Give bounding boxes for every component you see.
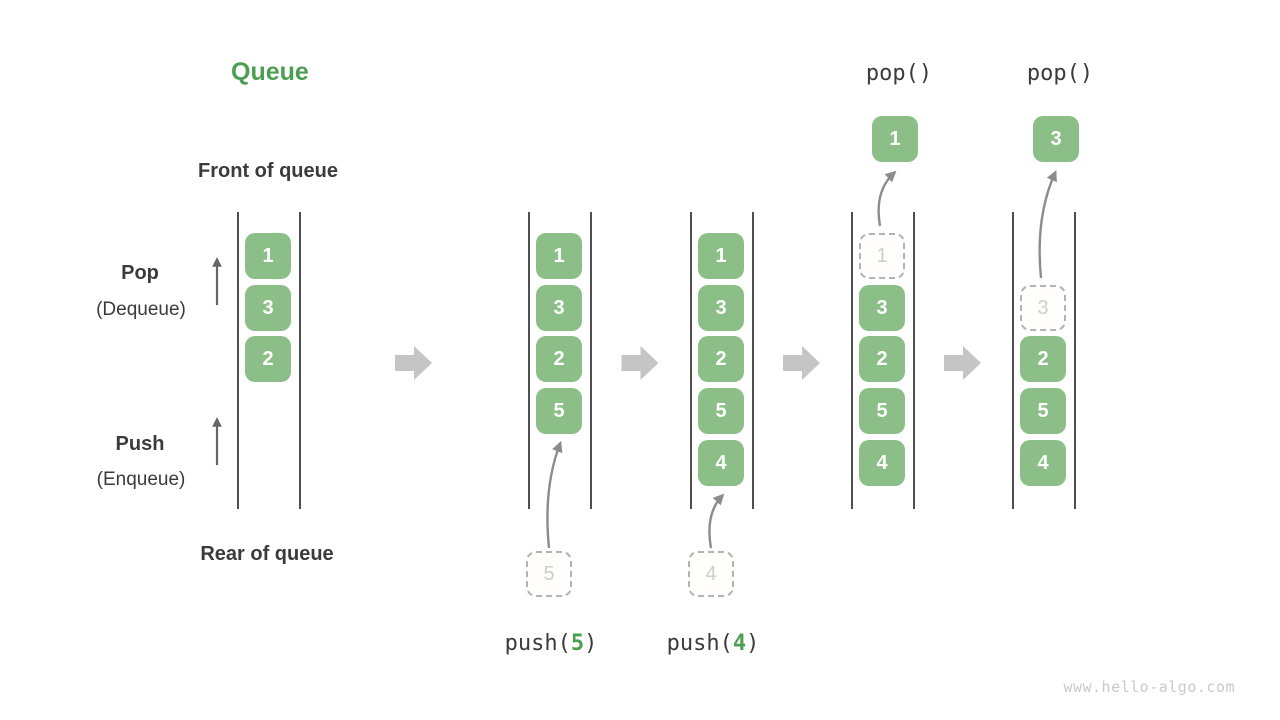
enqueue-label: (Enqueue) (96, 469, 186, 490)
queue-item-box: 2 (859, 336, 905, 382)
channel-left-wall (1012, 212, 1014, 509)
watermark: www.hello-algo.com (1063, 678, 1235, 696)
pop-arrow (877, 170, 897, 227)
next-step-arrow-icon (395, 346, 432, 380)
front-of-queue-label: Front of queue (198, 160, 338, 182)
staging-push-box: 4 (688, 551, 734, 597)
queue-item-box: 1 (245, 233, 291, 279)
queue-item-box: 5 (859, 388, 905, 434)
queue-item-box: 3 (245, 285, 291, 331)
push-operation-label: push(5) (505, 631, 598, 656)
queue-item-box: 3 (859, 285, 905, 331)
channel-right-wall (1074, 212, 1076, 509)
op-label-part: ) (746, 631, 760, 656)
dequeue-label: (Dequeue) (96, 299, 186, 320)
queue-item-box: 3 (536, 285, 582, 331)
push-label: Push (115, 433, 165, 455)
push-arrow (708, 493, 725, 549)
channel-left-wall (528, 212, 530, 509)
op-label-part: 5 (570, 631, 585, 656)
channel-right-wall (299, 212, 301, 509)
popped-item-box: 1 (872, 116, 918, 162)
channel-right-wall (752, 212, 754, 509)
channel-right-wall (590, 212, 592, 509)
queue-item-box: 2 (536, 336, 582, 382)
queue-item-box: 1 (536, 233, 582, 279)
queue-item-box: 3 (698, 285, 744, 331)
pop-arrow (1038, 169, 1057, 279)
next-step-arrow-icon (944, 346, 981, 380)
staging-push-box: 5 (526, 551, 572, 597)
queue-item-box: 4 (1020, 440, 1066, 486)
channel-left-wall (851, 212, 853, 509)
queue-item-box: 5 (536, 388, 582, 434)
pop-operation-label: pop() (1026, 61, 1094, 86)
push-arrow (546, 440, 563, 549)
next-step-arrow-icon (621, 346, 659, 380)
op-label-part: ) (584, 631, 598, 656)
queue-item-box: 2 (1020, 336, 1066, 382)
next-step-arrow-icon (783, 346, 820, 380)
queue-item-box: 2 (245, 336, 291, 382)
op-label-part: push( (666, 631, 733, 656)
queue-item-box: 1 (698, 233, 744, 279)
rear-of-queue-label: Rear of queue (200, 543, 334, 565)
op-label-part: push( (504, 631, 571, 656)
pop-operation-label: pop() (865, 61, 933, 86)
diagram-title: Queue (231, 58, 309, 86)
pop-label: Pop (121, 262, 159, 284)
queue-item-box: 5 (698, 388, 744, 434)
queue-item-box: 2 (698, 336, 744, 382)
push-operation-label: push(4) (667, 631, 760, 656)
queue-item-box: 4 (859, 440, 905, 486)
popped-item-box: 3 (1033, 116, 1079, 162)
queue-item-box: 5 (1020, 388, 1066, 434)
queue-item-box: 4 (698, 440, 744, 486)
channel-left-wall (690, 212, 692, 509)
channel-left-wall (237, 212, 239, 509)
dashed-removed-slot: 1 (859, 233, 905, 279)
op-label-part: 4 (732, 631, 747, 656)
channel-right-wall (913, 212, 915, 509)
dashed-removed-slot: 3 (1020, 285, 1066, 331)
